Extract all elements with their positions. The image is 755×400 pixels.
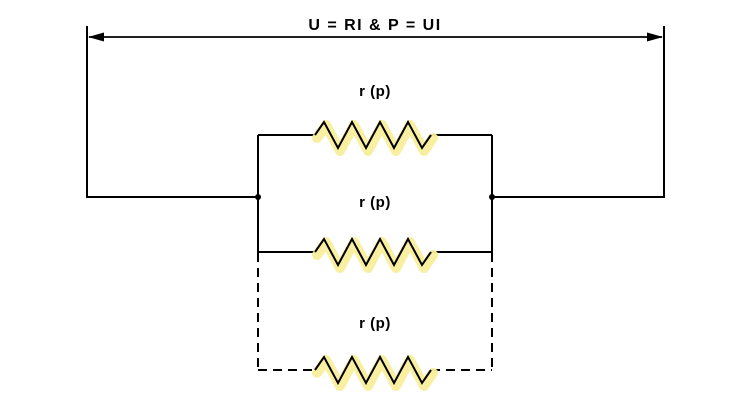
resistor-zigzag: [314, 236, 432, 268]
resistor-branch-2: r (p): [258, 194, 492, 273]
resistor-label: r (p): [359, 315, 391, 332]
resistor-label: r (p): [359, 194, 391, 211]
resistor-zigzag: [314, 119, 432, 151]
arrow-left-icon: [88, 32, 104, 42]
resistor-label: r (p): [359, 83, 391, 100]
formula-label: U = RI & P = UI: [308, 17, 441, 34]
resistor-branch-3: r (p): [258, 315, 492, 391]
junction-dot-right: [489, 194, 495, 200]
arrow-right-icon: [647, 32, 663, 42]
resistor-zigzag: [314, 354, 432, 386]
resistor-branch-1: r (p): [258, 83, 492, 156]
junction-dot-left: [255, 194, 261, 200]
dimension-line: [88, 32, 663, 42]
